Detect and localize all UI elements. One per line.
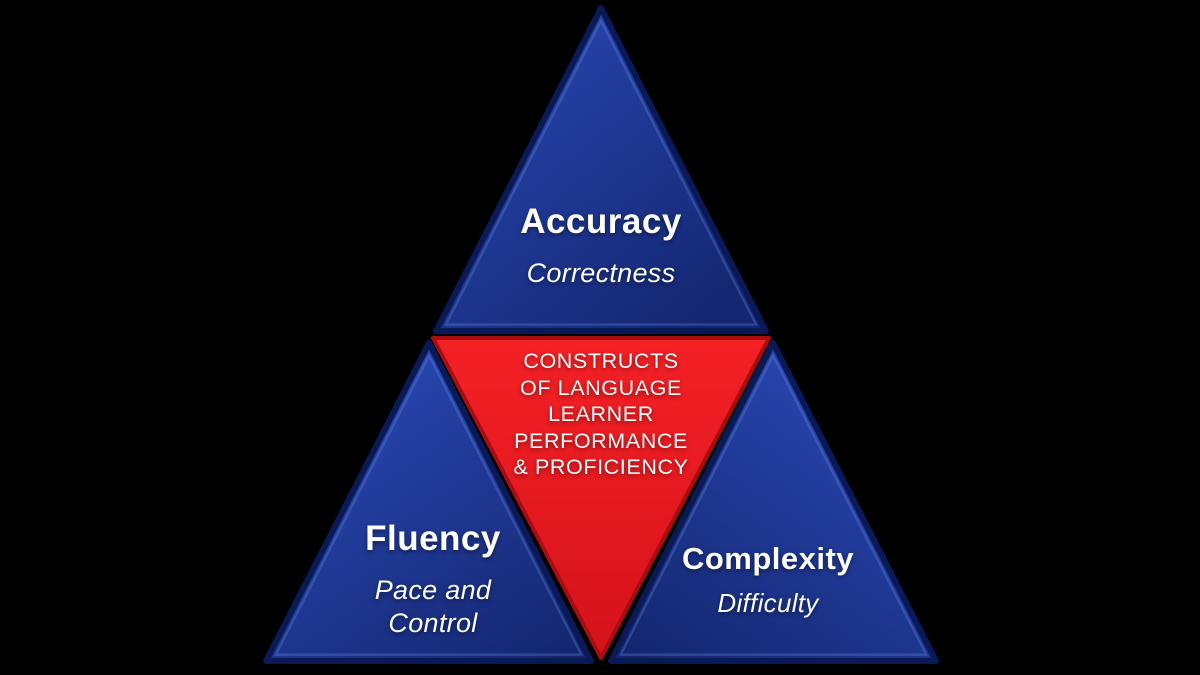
triangle-accuracy — [433, 5, 769, 334]
triangle-complexity — [608, 340, 939, 664]
triangle-constructs — [431, 336, 771, 660]
triangle-fluency — [263, 340, 594, 664]
